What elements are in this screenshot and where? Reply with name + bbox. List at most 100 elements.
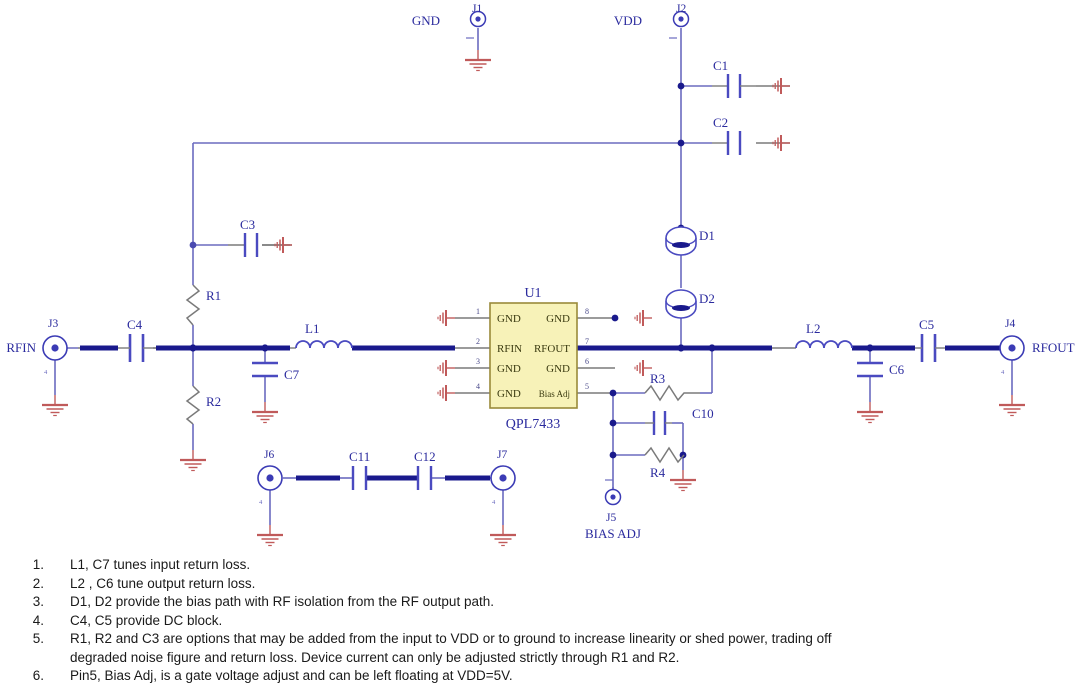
- ic-pin-num-6: 6: [585, 357, 589, 366]
- connector-j2[interactable]: [669, 10, 690, 39]
- note-item: 4. C4, C5 provide DC block.: [0, 612, 1080, 631]
- label-c4: C4: [127, 317, 143, 332]
- net-label-rfout: RFOUT: [1032, 340, 1075, 355]
- net-label-bias-adj: BIAS ADJ: [585, 526, 641, 541]
- note-number: 5.: [32, 631, 44, 646]
- note-text: D1, D2 provide the bias path with RF iso…: [70, 594, 494, 609]
- label-r3: R3: [650, 371, 665, 386]
- svg-text:4: 4: [44, 369, 48, 376]
- capacitor-c7: [252, 361, 278, 378]
- connector-j3[interactable]: 4: [42, 335, 68, 376]
- connector-j6[interactable]: 4: [257, 465, 283, 506]
- ic-pin-name-3: GND: [497, 363, 521, 375]
- note-text: R1, R2 and C3 are options that may be ad…: [70, 631, 832, 646]
- note-text: Pin5, Bias Adj, is a gate voltage adjust…: [70, 668, 513, 683]
- notes-list: 1. L1, C7 tunes input return loss. 2. L2…: [0, 556, 1080, 694]
- ic-pin-name-2: RFIN: [497, 343, 522, 355]
- label-j7: J7: [497, 449, 507, 461]
- rf-traces: [80, 345, 1000, 481]
- note-text: L2 , C6 tune output return loss.: [70, 575, 256, 591]
- note-number: 6.: [32, 668, 44, 683]
- ic-pin-name-7: RFOUT: [534, 343, 570, 355]
- label-c5: C5: [919, 317, 934, 332]
- capacitor-c5: [915, 334, 945, 362]
- label-c1: C1: [713, 58, 728, 73]
- label-c6: C6: [889, 362, 905, 377]
- net-label-gnd: GND: [412, 13, 440, 28]
- capacitor-c4: [118, 334, 156, 362]
- schematic-diagram: 4 4 4 4 U1 QPL7433 J1 GND J2 VDD J3 R: [6, 3, 1075, 547]
- capacitor-c11: [351, 466, 368, 490]
- ic-pin-num-4: 4: [476, 382, 480, 391]
- label-l1: L1: [305, 321, 319, 336]
- resistor-r3: [644, 384, 700, 402]
- svg-text:4: 4: [259, 499, 263, 506]
- ic-pin-num-7: 7: [585, 337, 589, 346]
- ic-pin-name-8: GND: [546, 313, 570, 325]
- ic-pin-num-5: 5: [585, 382, 589, 391]
- ic-pin-num-3: 3: [476, 357, 480, 366]
- ic-pin-num-2: 2: [476, 337, 480, 346]
- label-j6: J6: [264, 449, 274, 461]
- ic-u1-body: [489, 302, 578, 409]
- note-number: 4.: [32, 612, 44, 628]
- ic-pin-name-1: GND: [497, 313, 521, 325]
- label-c2: C2: [713, 115, 728, 130]
- label-r4: R4: [650, 465, 666, 480]
- connector-j5[interactable]: [604, 479, 622, 506]
- connector-j4[interactable]: 4: [999, 335, 1025, 376]
- label-c11: C11: [349, 449, 370, 464]
- note-item: 5. R1, R2 and C3 are options that may be…: [0, 630, 1080, 649]
- ic-pin-num-8: 8: [585, 307, 589, 316]
- label-j5: J5: [606, 512, 616, 524]
- capacitor-c2: [726, 131, 742, 155]
- label-r2: R2: [206, 394, 221, 409]
- label-c12: C12: [414, 449, 436, 464]
- net-label-vdd: VDD: [614, 13, 642, 28]
- schematic-labels: U1 QPL7433 J1 GND J2 VDD J3 RFIN J4 RFOU…: [6, 3, 1074, 541]
- capacitor-c3: [243, 233, 259, 257]
- note-text: C4, C5 provide DC block.: [70, 612, 223, 628]
- note-item: 3. D1, D2 provide the bias path with RF …: [0, 593, 1080, 612]
- ic-ref-label: U1: [524, 286, 541, 301]
- note-item: 6. Pin5, Bias Adj, is a gate voltage adj…: [0, 667, 1080, 686]
- note-text: L1, C7 tunes input return loss.: [70, 557, 251, 572]
- net-label-rfin: RFIN: [6, 340, 36, 355]
- inductor-l2: [795, 340, 853, 349]
- ic-pin-name-5: Bias Adj: [539, 389, 570, 399]
- label-c10: C10: [692, 406, 714, 421]
- capacitor-c10: [645, 411, 672, 435]
- capacitor-c12: [416, 466, 433, 490]
- inductor-l1: [295, 340, 353, 349]
- capacitor-c6: [857, 361, 883, 378]
- note-number: 2.: [32, 575, 44, 591]
- resistor-r4: [644, 446, 685, 464]
- svg-text:4: 4: [492, 499, 496, 506]
- ic-pin-name-6: GND: [546, 363, 570, 375]
- note-number: 3.: [32, 594, 44, 609]
- label-c3: C3: [240, 217, 255, 232]
- note-continuation: degraded noise figure and return loss. D…: [70, 649, 680, 665]
- choke-d1: [665, 226, 697, 256]
- label-d2: D2: [699, 291, 715, 306]
- choke-d2: [665, 289, 697, 319]
- label-j2: J2: [676, 3, 686, 15]
- capacitor-c1: [726, 74, 756, 98]
- note-item: 2. L2 , C6 tune output return loss.: [0, 575, 1080, 594]
- connector-j1[interactable]: [466, 10, 487, 39]
- ic-pin-name-4: GND: [497, 388, 521, 400]
- label-j3: J3: [48, 318, 58, 330]
- label-l2: L2: [806, 321, 820, 336]
- resistor-r2: [185, 385, 201, 425]
- note-item: 1. L1, C7 tunes input return loss.: [0, 556, 1080, 575]
- ic-part-label: QPL7433: [506, 417, 560, 432]
- label-j1: J1: [472, 3, 482, 15]
- resistor-r1: [185, 284, 201, 326]
- label-c7: C7: [284, 367, 300, 382]
- note-number: 1.: [32, 557, 44, 572]
- connector-j7[interactable]: 4: [490, 465, 516, 506]
- ic-pin-names: GND RFIN GND GND GND RFOUT GND Bias Adj: [497, 313, 570, 400]
- ic-pin-num-1: 1: [476, 307, 480, 316]
- label-d1: D1: [699, 228, 715, 243]
- ic-pin-numbers: 1 2 3 4 8 7 6 5: [476, 307, 589, 391]
